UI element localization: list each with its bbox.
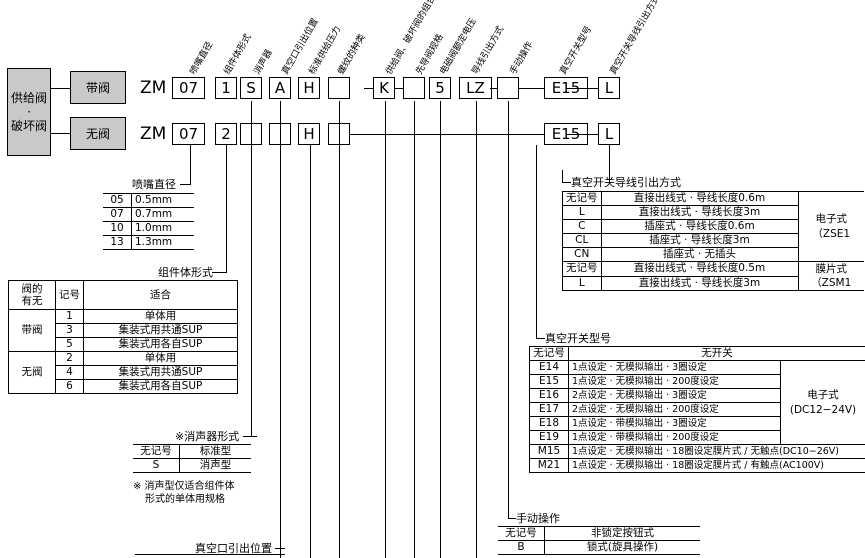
column-label: 喷嘴直径 <box>188 40 216 77</box>
row2-box: L <box>598 123 620 145</box>
row1-box: L <box>598 77 620 99</box>
row1-box: 07 <box>172 77 205 99</box>
column-label: 导线引出方式 <box>470 24 507 77</box>
column-label: 真空开关导线引出方式 <box>608 0 663 77</box>
manual-title: 手动操作 <box>516 512 560 525</box>
row1-tag: 带阀 <box>70 71 126 104</box>
connector <box>51 133 71 134</box>
row1-box <box>328 77 350 99</box>
vacuum-port-title: 真空口引出位置 <box>195 542 272 555</box>
body-title: 组件体形式 <box>158 266 213 279</box>
valve-group-box: 供给阀 · 破坏阀 <box>7 68 51 156</box>
row1-box: 5 <box>429 77 451 99</box>
row1-box: LZ <box>459 77 492 99</box>
row1-box <box>497 77 519 99</box>
row1-box <box>403 77 425 99</box>
row2-box: 2 <box>215 123 237 145</box>
row1-box: K <box>373 77 395 99</box>
row2-box: 07 <box>172 123 205 145</box>
row2-tag: 无阀 <box>70 117 126 150</box>
valve-group-bottom: 破坏阀 <box>10 119 47 133</box>
table-row: 无记号标准型 <box>133 444 251 459</box>
row1-box: H <box>298 77 320 99</box>
column-label: 手动操作 <box>508 40 536 77</box>
row2-prefix: ZM <box>140 124 167 144</box>
column-label: 消声器 <box>252 48 275 77</box>
nozzle-title: 喷嘴直径 <box>132 178 176 191</box>
valve-group-top: 供给阀 <box>10 91 47 105</box>
table-row: 无记号非锁定按钮式 <box>498 526 700 541</box>
table-header: 阀的 有无记号适合 <box>8 280 238 310</box>
row1-box: S <box>240 77 262 99</box>
column-label: 螺纹的种类 <box>336 32 368 77</box>
silencer-note: ※ 消声型仅适合组件体 形式的单体用规格 <box>133 481 235 505</box>
sw-lead-title: 真空开关导线引出方式 <box>571 176 681 189</box>
row1-prefix: ZM <box>140 78 167 98</box>
row1-box: 1 <box>215 77 237 99</box>
column-label: 真空开关型号 <box>558 24 595 77</box>
table-header: 无记号无开关 <box>529 346 865 361</box>
row1-box: A <box>269 77 291 99</box>
row2-box: H <box>298 123 320 145</box>
connector <box>51 88 71 89</box>
silencer-title: ※消声器形式 <box>175 430 240 443</box>
valve-group-dot: · <box>27 105 31 119</box>
sw-model-title: 真空开关型号 <box>545 332 611 345</box>
